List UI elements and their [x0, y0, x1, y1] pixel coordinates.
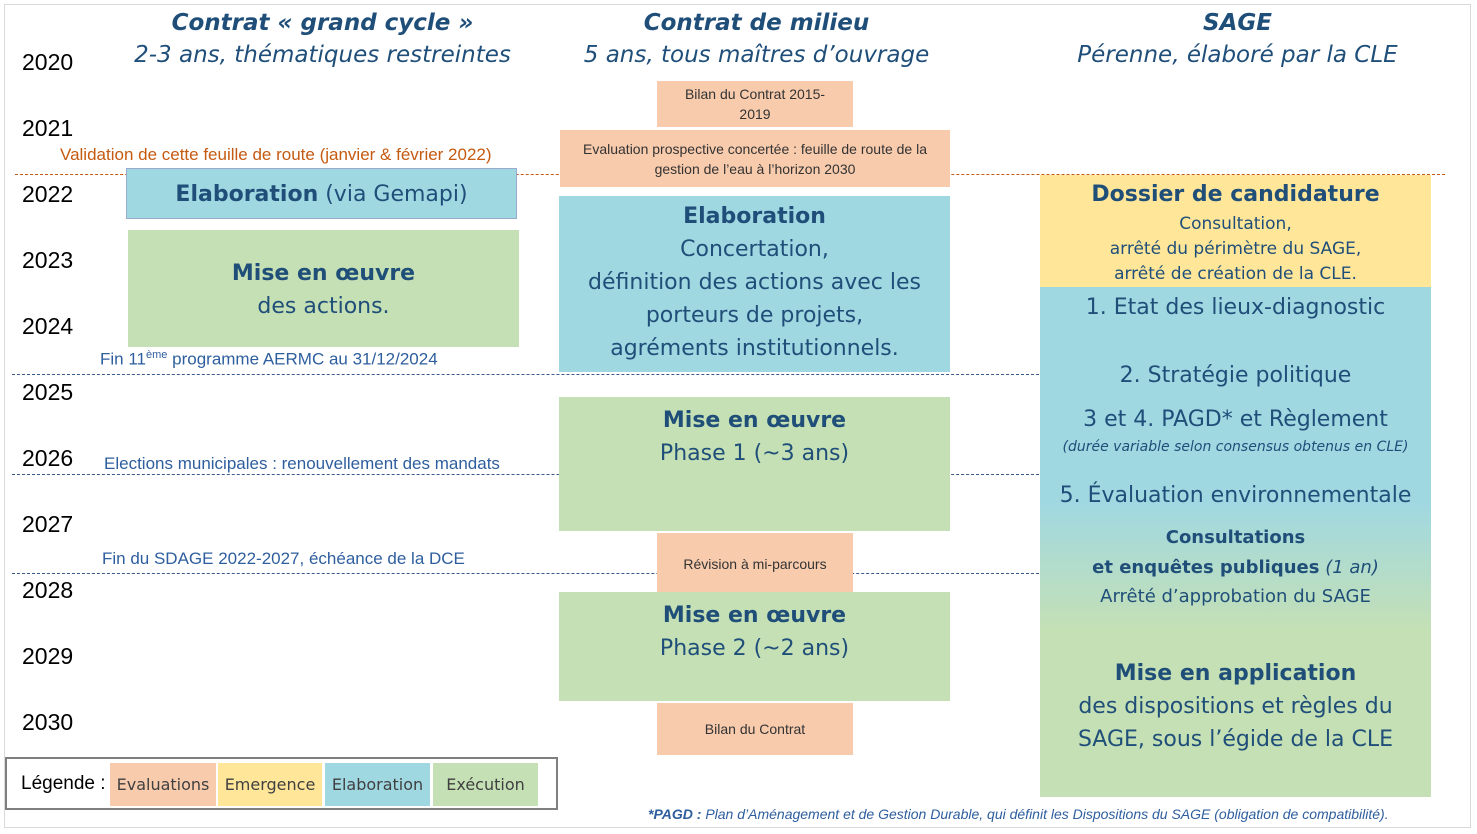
sage-consult-line2-bold: et enquêtes publiques — [1092, 557, 1320, 578]
milieu-elaboration-line: définition des actions avec les — [588, 270, 921, 295]
legend-execution: Exécution — [433, 763, 538, 806]
legend-evaluations: Evaluations — [110, 763, 216, 806]
sage-step5: 5. Évaluation environnementale — [1059, 483, 1412, 508]
milieu-revision-text: Révision à mi-parcours — [683, 556, 827, 572]
legend-emergence: Emergence — [218, 763, 322, 806]
grand-cycle-elaboration-bold: Elaboration — [175, 182, 319, 207]
sage-process-box: 1. Etat des lieux-diagnostic 2. Stratégi… — [1040, 287, 1431, 797]
validation-note: Validation de cette feuille de route (ja… — [60, 145, 492, 164]
header-milieu-subtitle: 5 ans, tous maîtres d’ouvrage — [583, 42, 930, 68]
milieu-revision-box: Révision à mi-parcours — [657, 533, 853, 595]
legend: Légende : Evaluations Emergence Elaborat… — [5, 757, 558, 810]
milieu-phase1-title: Mise en œuvre — [662, 408, 847, 433]
header-sage-subtitle: Pérenne, élaboré par la CLE — [1077, 42, 1398, 68]
fin-programme-note: Fin 11ème programme AERMC au 31/12/2024 — [100, 349, 438, 370]
diagram-frame — [4, 4, 1471, 828]
sage-consult-line1: Consultations — [1165, 527, 1306, 548]
header-grand-cycle: Contrat « grand cycle » 2-3 ans, thémati… — [110, 8, 535, 72]
sage-step1: 1. Etat des lieux-diagnostic — [1085, 295, 1386, 320]
sage-step34-note: (durée variable selon consensus obtenus … — [1062, 439, 1409, 455]
milieu-phase1-box: Mise en œuvre Phase 1 (~3 ans) — [559, 397, 950, 531]
header-sage: SAGE Pérenne, élaboré par la CLE — [1040, 8, 1435, 72]
year-label: 2021 — [22, 115, 74, 141]
milieu-elaboration-box: Elaboration Concertation, définition des… — [559, 196, 950, 372]
year-label: 2030 — [22, 709, 74, 735]
legend-label: Légende : — [21, 773, 106, 794]
header-grand-cycle-title: Contrat « grand cycle » — [171, 10, 474, 36]
grand-cycle-mise-sub: des actions. — [257, 294, 390, 319]
header-sage-title: SAGE — [1203, 10, 1272, 36]
sage-application-line: SAGE, sous l’égide de la CLE — [1077, 727, 1394, 752]
sage-application-title: Mise en application — [1114, 661, 1357, 686]
milieu-phase2-sub: Phase 2 (~2 ans) — [659, 636, 850, 661]
sage-consult-line2-italic: (1 an) — [1319, 557, 1379, 578]
footnote-bold: *PAGD : — [648, 806, 706, 822]
grand-cycle-elaboration-rest: (via Gemapi) — [318, 182, 468, 207]
sage-dossier-box: Dossier de candidature Consultation, arr… — [1040, 175, 1431, 287]
year-label: 2023 — [22, 247, 74, 273]
milieu-evaluation-box: Evaluation prospective concertée : feuil… — [560, 130, 950, 187]
sage-arrete: Arrêté d’approbation du SAGE — [1100, 586, 1371, 607]
fin-programme-pre: Fin 11 — [100, 349, 146, 369]
milieu-elaboration-line: agréments institutionnels. — [610, 336, 899, 361]
year-label: 2027 — [22, 511, 74, 537]
milieu-bilan-2015-text: Bilan du Contrat 2015-2019 — [684, 86, 826, 122]
grand-cycle-mise-box: Mise en œuvre des actions. — [128, 230, 519, 347]
sage-dossier-line: arrêté du périmètre du SAGE, — [1109, 239, 1362, 259]
year-label: 2022 — [22, 181, 74, 207]
sage-step34: 3 et 4. PAGD* et Règlement — [1083, 407, 1388, 432]
sage-dossier-title: Dossier de candidature — [1091, 182, 1380, 207]
year-label: 2020 — [22, 49, 74, 75]
milieu-evaluation-text: Evaluation prospective concertée : feuil… — [583, 141, 927, 177]
sage-step2: 2. Stratégie politique — [1119, 363, 1352, 388]
legend-elaboration: Elaboration — [325, 763, 430, 806]
year-label: 2025 — [22, 379, 74, 405]
milieu-phase1-sub: Phase 1 (~3 ans) — [659, 441, 850, 466]
milieu-elaboration-title: Elaboration — [683, 204, 826, 229]
milieu-phase2-box: Mise en œuvre Phase 2 (~2 ans) — [559, 592, 950, 701]
sage-dossier-line: Consultation, — [1179, 214, 1292, 234]
grand-cycle-mise-title: Mise en œuvre — [231, 261, 416, 286]
fin-programme-line — [12, 374, 1039, 375]
sage-application-line: des dispositions et règles du — [1078, 694, 1393, 719]
elections-note: Elections municipales : renouvellement d… — [104, 454, 500, 473]
milieu-bilan-text: Bilan du Contrat — [704, 721, 806, 737]
elections-line — [12, 474, 1039, 475]
year-label: 2026 — [22, 445, 74, 471]
milieu-elaboration-line: Concertation, — [680, 237, 829, 262]
header-milieu-title: Contrat de milieu — [643, 10, 870, 36]
fin-sdage-note: Fin du SDAGE 2022-2027, échéance de la D… — [102, 549, 465, 568]
header-grand-cycle-subtitle: 2-3 ans, thématiques restreintes — [134, 42, 511, 68]
footnote-text: Plan d’Aménagement et de Gestion Durable… — [705, 806, 1389, 822]
milieu-bilan-box: Bilan du Contrat — [657, 703, 853, 755]
header-milieu: Contrat de milieu 5 ans, tous maîtres d’… — [560, 8, 953, 72]
sage-consult-line2: et enquêtes publiques (1 an) — [1040, 557, 1431, 578]
grand-cycle-elaboration-box: Elaboration (via Gemapi) — [126, 168, 517, 219]
sage-dossier-line: arrêté de création de la CLE. — [1114, 264, 1357, 284]
fin-sdage-line — [12, 573, 1039, 574]
milieu-bilan-2015-box: Bilan du Contrat 2015-2019 — [657, 81, 853, 127]
fin-programme-sup: ème — [146, 349, 168, 361]
footnote: *PAGD : Plan d’Aménagement et de Gestion… — [648, 806, 1389, 822]
year-label: 2024 — [22, 313, 74, 339]
milieu-phase2-title: Mise en œuvre — [662, 603, 847, 628]
year-label: 2029 — [22, 643, 74, 669]
year-label: 2028 — [22, 577, 74, 603]
fin-programme-post: programme AERMC au 31/12/2024 — [167, 349, 438, 369]
milieu-elaboration-line: porteurs de projets, — [645, 303, 864, 328]
